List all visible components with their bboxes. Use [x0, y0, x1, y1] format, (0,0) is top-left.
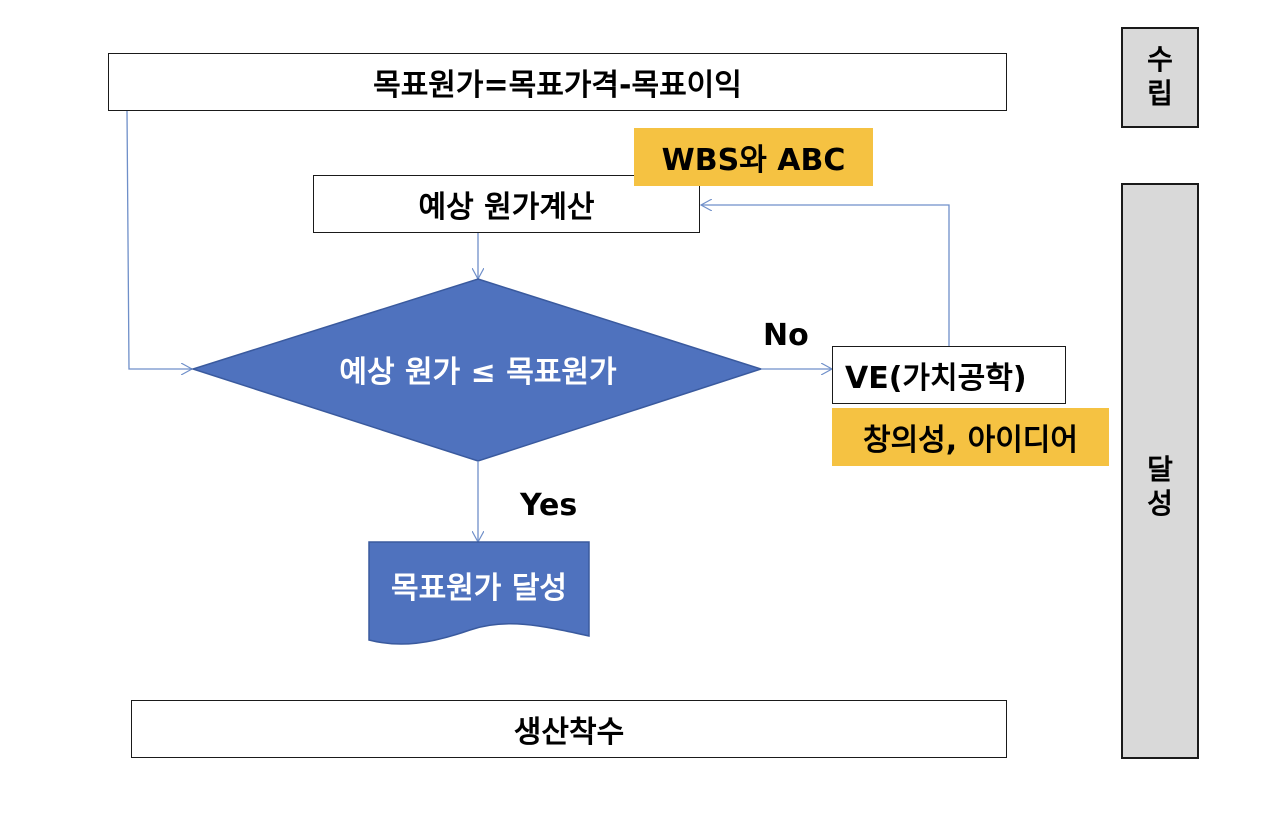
- achieved-document-shape: [368, 541, 590, 645]
- phase-establish-bar: 수 립: [1121, 27, 1199, 128]
- phase-establish-char-2: 립: [1147, 77, 1173, 110]
- phase-establish-char-1: 수: [1147, 43, 1173, 76]
- decision-text: 예상 원가 ≤ 목표원가: [339, 355, 617, 390]
- ve-box: VE(가치공학): [832, 346, 1066, 404]
- phase-achieve-char-2: 성: [1147, 487, 1173, 520]
- yes-label: Yes: [520, 488, 578, 523]
- phase-achieve-bar: 달 성: [1121, 183, 1199, 759]
- achieved-text: 목표원가 달성: [390, 571, 568, 606]
- wbs-abc-tag: WBS와 ABC: [634, 128, 873, 186]
- production-start-box: 생산착수: [131, 700, 1007, 758]
- production-start-text: 생산착수: [513, 715, 625, 750]
- target-cost-formula-box: 목표원가=목표가격-목표이익: [108, 53, 1007, 111]
- creativity-tag: 창의성, 아이디어: [832, 408, 1109, 466]
- creativity-text: 창의성, 아이디어: [862, 423, 1079, 458]
- wbs-abc-text: WBS와 ABC: [661, 143, 846, 178]
- no-label: No: [763, 318, 809, 353]
- connector-formula-to-decision: [126, 110, 192, 369]
- target-cost-formula-text: 목표원가=목표가격-목표이익: [373, 68, 742, 103]
- connector-ve-to-estimate: [701, 205, 950, 346]
- estimate-cost-text: 예상 원가계산: [418, 190, 595, 225]
- ve-text: VE(가치공학): [845, 361, 1027, 396]
- phase-achieve-char-1: 달: [1147, 453, 1173, 486]
